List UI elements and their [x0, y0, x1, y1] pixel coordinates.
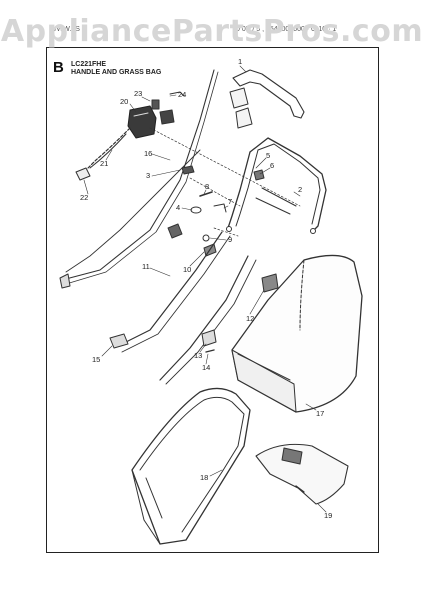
part-7-clip [213, 203, 227, 213]
callout-24: 24 [178, 90, 186, 99]
watermark: AppliancePartsPros.com [0, 14, 424, 49]
callout-1: 1 [238, 57, 242, 66]
callout-7: 7 [228, 197, 232, 206]
lower-handle-tube [117, 231, 257, 385]
section-letter: B [53, 59, 64, 76]
callout-17: 17 [316, 409, 324, 418]
callout-9: 9 [228, 235, 232, 244]
callout-23: 23 [134, 89, 142, 98]
callout-15: 15 [92, 355, 100, 364]
part-17-grass-bag [231, 254, 363, 413]
part-13-bracket [201, 329, 217, 347]
callout-13: 13 [194, 351, 202, 360]
part-2-lower-handle-frame [226, 137, 327, 234]
part-21-cable [83, 127, 131, 173]
callout-21: 21 [100, 159, 108, 168]
callout-16: 16 [144, 149, 152, 158]
part-20-control-box [127, 105, 157, 139]
part-3-bolt [181, 165, 195, 175]
part-11-brake-cable [65, 149, 201, 273]
callout-12: 12 [246, 314, 254, 323]
callout-11: 11 [142, 262, 150, 271]
part-15-lever [109, 333, 129, 349]
callout-18: 18 [200, 473, 208, 482]
part-9-nut [202, 234, 210, 242]
part-16-throttle-cable [59, 69, 219, 289]
callout-6: 6 [270, 161, 274, 170]
part-18-bag-frame [131, 387, 251, 545]
diagram-title: LC221FHE HANDLE AND GRASS BAG [71, 61, 161, 77]
callout-19: 19 [324, 511, 332, 520]
part-24-bracket [159, 91, 185, 125]
callout-labels: 1 2 3 4 5 6 7 8 9 10 11 12 13 14 15 16 1… [80, 57, 332, 520]
part-23-lever [151, 99, 160, 110]
callout-3: 3 [146, 171, 150, 180]
part-12-clamp [261, 273, 279, 293]
callout-20: 20 [120, 97, 128, 106]
callout-4: 4 [176, 203, 180, 212]
callout-2: 2 [298, 185, 302, 194]
part-22-cable-clip [75, 167, 91, 181]
section-subtitle: HANDLE AND GRASS BAG [71, 69, 162, 76]
callout-10: 10 [183, 265, 191, 274]
part-19-deflector [255, 443, 349, 505]
diagram-frame [46, 47, 379, 553]
part-6-screw [253, 169, 265, 181]
reference-lines [149, 127, 301, 237]
part-1-upper-handle [229, 69, 305, 129]
callout-14: 14 [202, 363, 210, 372]
callout-5: 5 [266, 151, 270, 160]
callout-22: 22 [80, 193, 88, 202]
part-14-bolt [205, 349, 215, 353]
part-8-bolt [199, 191, 213, 197]
header-document-number: 0 0B / 5 , 0546000000 · 0110 · 1 [236, 26, 337, 33]
part-4-washer [190, 206, 202, 214]
model-number: LC221FHE [71, 61, 107, 68]
header-left-text: WWW.LS [50, 26, 80, 33]
part-5-knob [167, 223, 183, 239]
callout-8: 8 [205, 182, 209, 191]
